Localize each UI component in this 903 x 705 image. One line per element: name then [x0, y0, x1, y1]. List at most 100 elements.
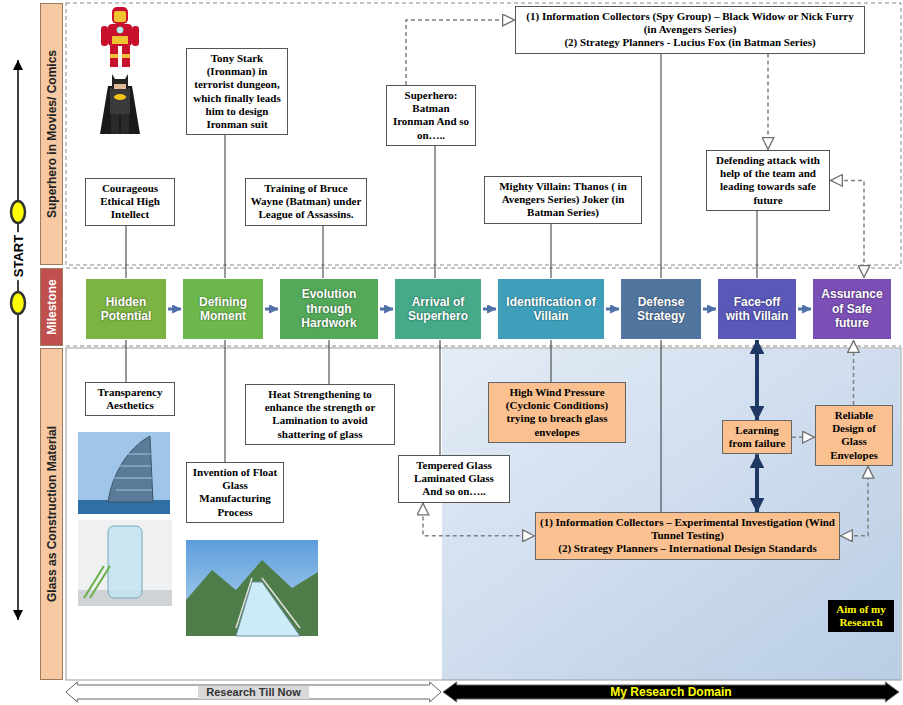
text-box: Transparency Aesthetics: [85, 382, 175, 416]
building-photo: [78, 432, 170, 514]
text-box: Invention of Float Glass Manufacturing P…: [186, 462, 284, 523]
figure-part: [111, 114, 119, 134]
connector-arrow: [265, 308, 278, 311]
bridge-photo: [186, 540, 318, 636]
connector-line: [329, 340, 330, 384]
figure-part: [117, 27, 123, 33]
divider-line: [66, 346, 901, 347]
glass-elevator: [108, 526, 142, 598]
connector-group: [126, 20, 868, 536]
milestone-box: Arrival of Superhero: [394, 278, 482, 340]
box-text: (2) Strategy Planners - Lucius Fox (in B…: [564, 36, 815, 49]
section-band: Superhero in Movies/ Comics: [40, 3, 63, 265]
elevator-photo: [78, 520, 172, 606]
connector-line: [551, 340, 552, 382]
milestone-box: Defining Moment: [182, 278, 264, 340]
band-label: Milestone: [44, 279, 58, 334]
milestone-box: Assurance of Safe future: [812, 278, 892, 340]
figure-part: [108, 24, 132, 46]
research-box: (1) Information Collectors – Experimenta…: [535, 512, 840, 560]
section-band: Milestone: [40, 268, 63, 346]
box-text: Invention of Float Glass Manufacturing P…: [191, 466, 279, 519]
connector-line: [225, 340, 226, 462]
dashed-arrow: [423, 503, 535, 536]
connector-arrow: [380, 308, 393, 311]
arrow-shape: [443, 682, 899, 702]
dashed-arrow: [767, 54, 769, 150]
connector-arrow: [798, 308, 811, 311]
dashed-arrow: [840, 466, 868, 536]
banner-text: My Research Domain: [610, 686, 731, 699]
photo-sky: [78, 432, 170, 514]
figure-part: [110, 54, 118, 58]
connector-line: [551, 224, 552, 278]
connector-line: [435, 146, 436, 278]
text-box: Defending attack with help of the team a…: [706, 150, 830, 211]
text-box: Training of Bruce Wayne (Batman) under L…: [245, 178, 367, 226]
connector-line: [323, 226, 324, 278]
ironman-figure: [101, 7, 139, 67]
figure-part: [112, 7, 128, 24]
glass-walkway: [236, 582, 300, 636]
start-marker: [11, 201, 25, 223]
photo-sky: [186, 540, 318, 636]
figure-part: [101, 26, 108, 46]
box-text: Tony Stark (Ironman) in terrorist dungeo…: [191, 52, 283, 131]
connector-line: [440, 340, 441, 455]
milestone-label: Face-off with Villain: [721, 295, 793, 324]
connector-arrow: [606, 308, 619, 311]
section-outline: [66, 3, 901, 265]
dashed-arrow: [830, 180, 864, 278]
arrow-banner: My Research Domain: [443, 682, 899, 702]
aim-box: Aim of my Research: [828, 600, 894, 632]
arrow-banner: Research Till Now: [66, 682, 441, 702]
connector-arrow: [168, 308, 181, 311]
research-box: High Wind Pressure (Cyclonic Conditions)…: [488, 382, 626, 443]
figure-part: [110, 88, 130, 114]
text-box: Superhero: Batman Ironman And so on…..: [386, 85, 476, 146]
connector-line: [225, 135, 226, 278]
milestone-box: Defense Strategy: [620, 278, 702, 340]
box-text: Superhero: Batman Ironman And so on…..: [391, 89, 471, 142]
glass-building: [113, 454, 152, 490]
connector-line: [661, 340, 662, 512]
connector-arrow: [483, 308, 496, 311]
box-text: Mighty Villain: Thanos ( in Avengers Ser…: [489, 180, 637, 220]
milestone-label: Hidden Potential: [89, 295, 163, 324]
figure-part: [100, 86, 140, 134]
box-text: Courageous Ethical High Intellect: [90, 182, 170, 222]
connector-arrow: [755, 340, 759, 420]
dashed-arrow: [406, 20, 515, 85]
text-box: Mighty Villain: Thanos ( in Avengers Ser…: [484, 176, 642, 224]
milestone-label: Assurance of Safe future: [816, 287, 888, 330]
text-box: Heat Strengthening to enhance the streng…: [245, 384, 395, 445]
box-text: Aim of my Research: [831, 603, 891, 629]
box-text: Learning from failure: [727, 424, 787, 450]
box-text: Transparency Aesthetics: [90, 386, 170, 412]
band-label: Superhero in Movies/ Comics: [44, 50, 58, 218]
text-box: (1) Information Collectors (Spy Group) –…: [515, 6, 865, 54]
batman-figure: [100, 74, 140, 134]
milestone-box: Hidden Potential: [85, 278, 167, 340]
box-text: (1) Information Collectors – Experimenta…: [540, 516, 835, 542]
divider-line: [66, 268, 901, 269]
connector-line: [661, 54, 662, 278]
photo-mountain: [186, 560, 318, 636]
milestone-label: Identification of Villain: [501, 295, 601, 324]
glass-building: [108, 436, 153, 502]
box-text: Training of Bruce Wayne (Batman) under L…: [250, 182, 362, 222]
text-box: Tony Stark (Ironman) in terrorist dungeo…: [186, 48, 288, 135]
figure-part: [114, 84, 126, 89]
glass-stair: [84, 566, 110, 598]
figure-part: [114, 11, 126, 22]
connector-arrow: [703, 308, 716, 311]
milestone-box: Identification of Villain: [497, 278, 605, 340]
figure-part: [122, 46, 130, 67]
figure-part: [114, 94, 126, 100]
milestone-box: Face-off with Villain: [717, 278, 797, 340]
milestone-label: Defining Moment: [186, 295, 260, 324]
photo-ground: [78, 520, 172, 606]
section-band: Glass as Construction Material: [40, 348, 63, 680]
research-box: Learning from failure: [722, 420, 792, 454]
connector-line: [126, 226, 127, 278]
